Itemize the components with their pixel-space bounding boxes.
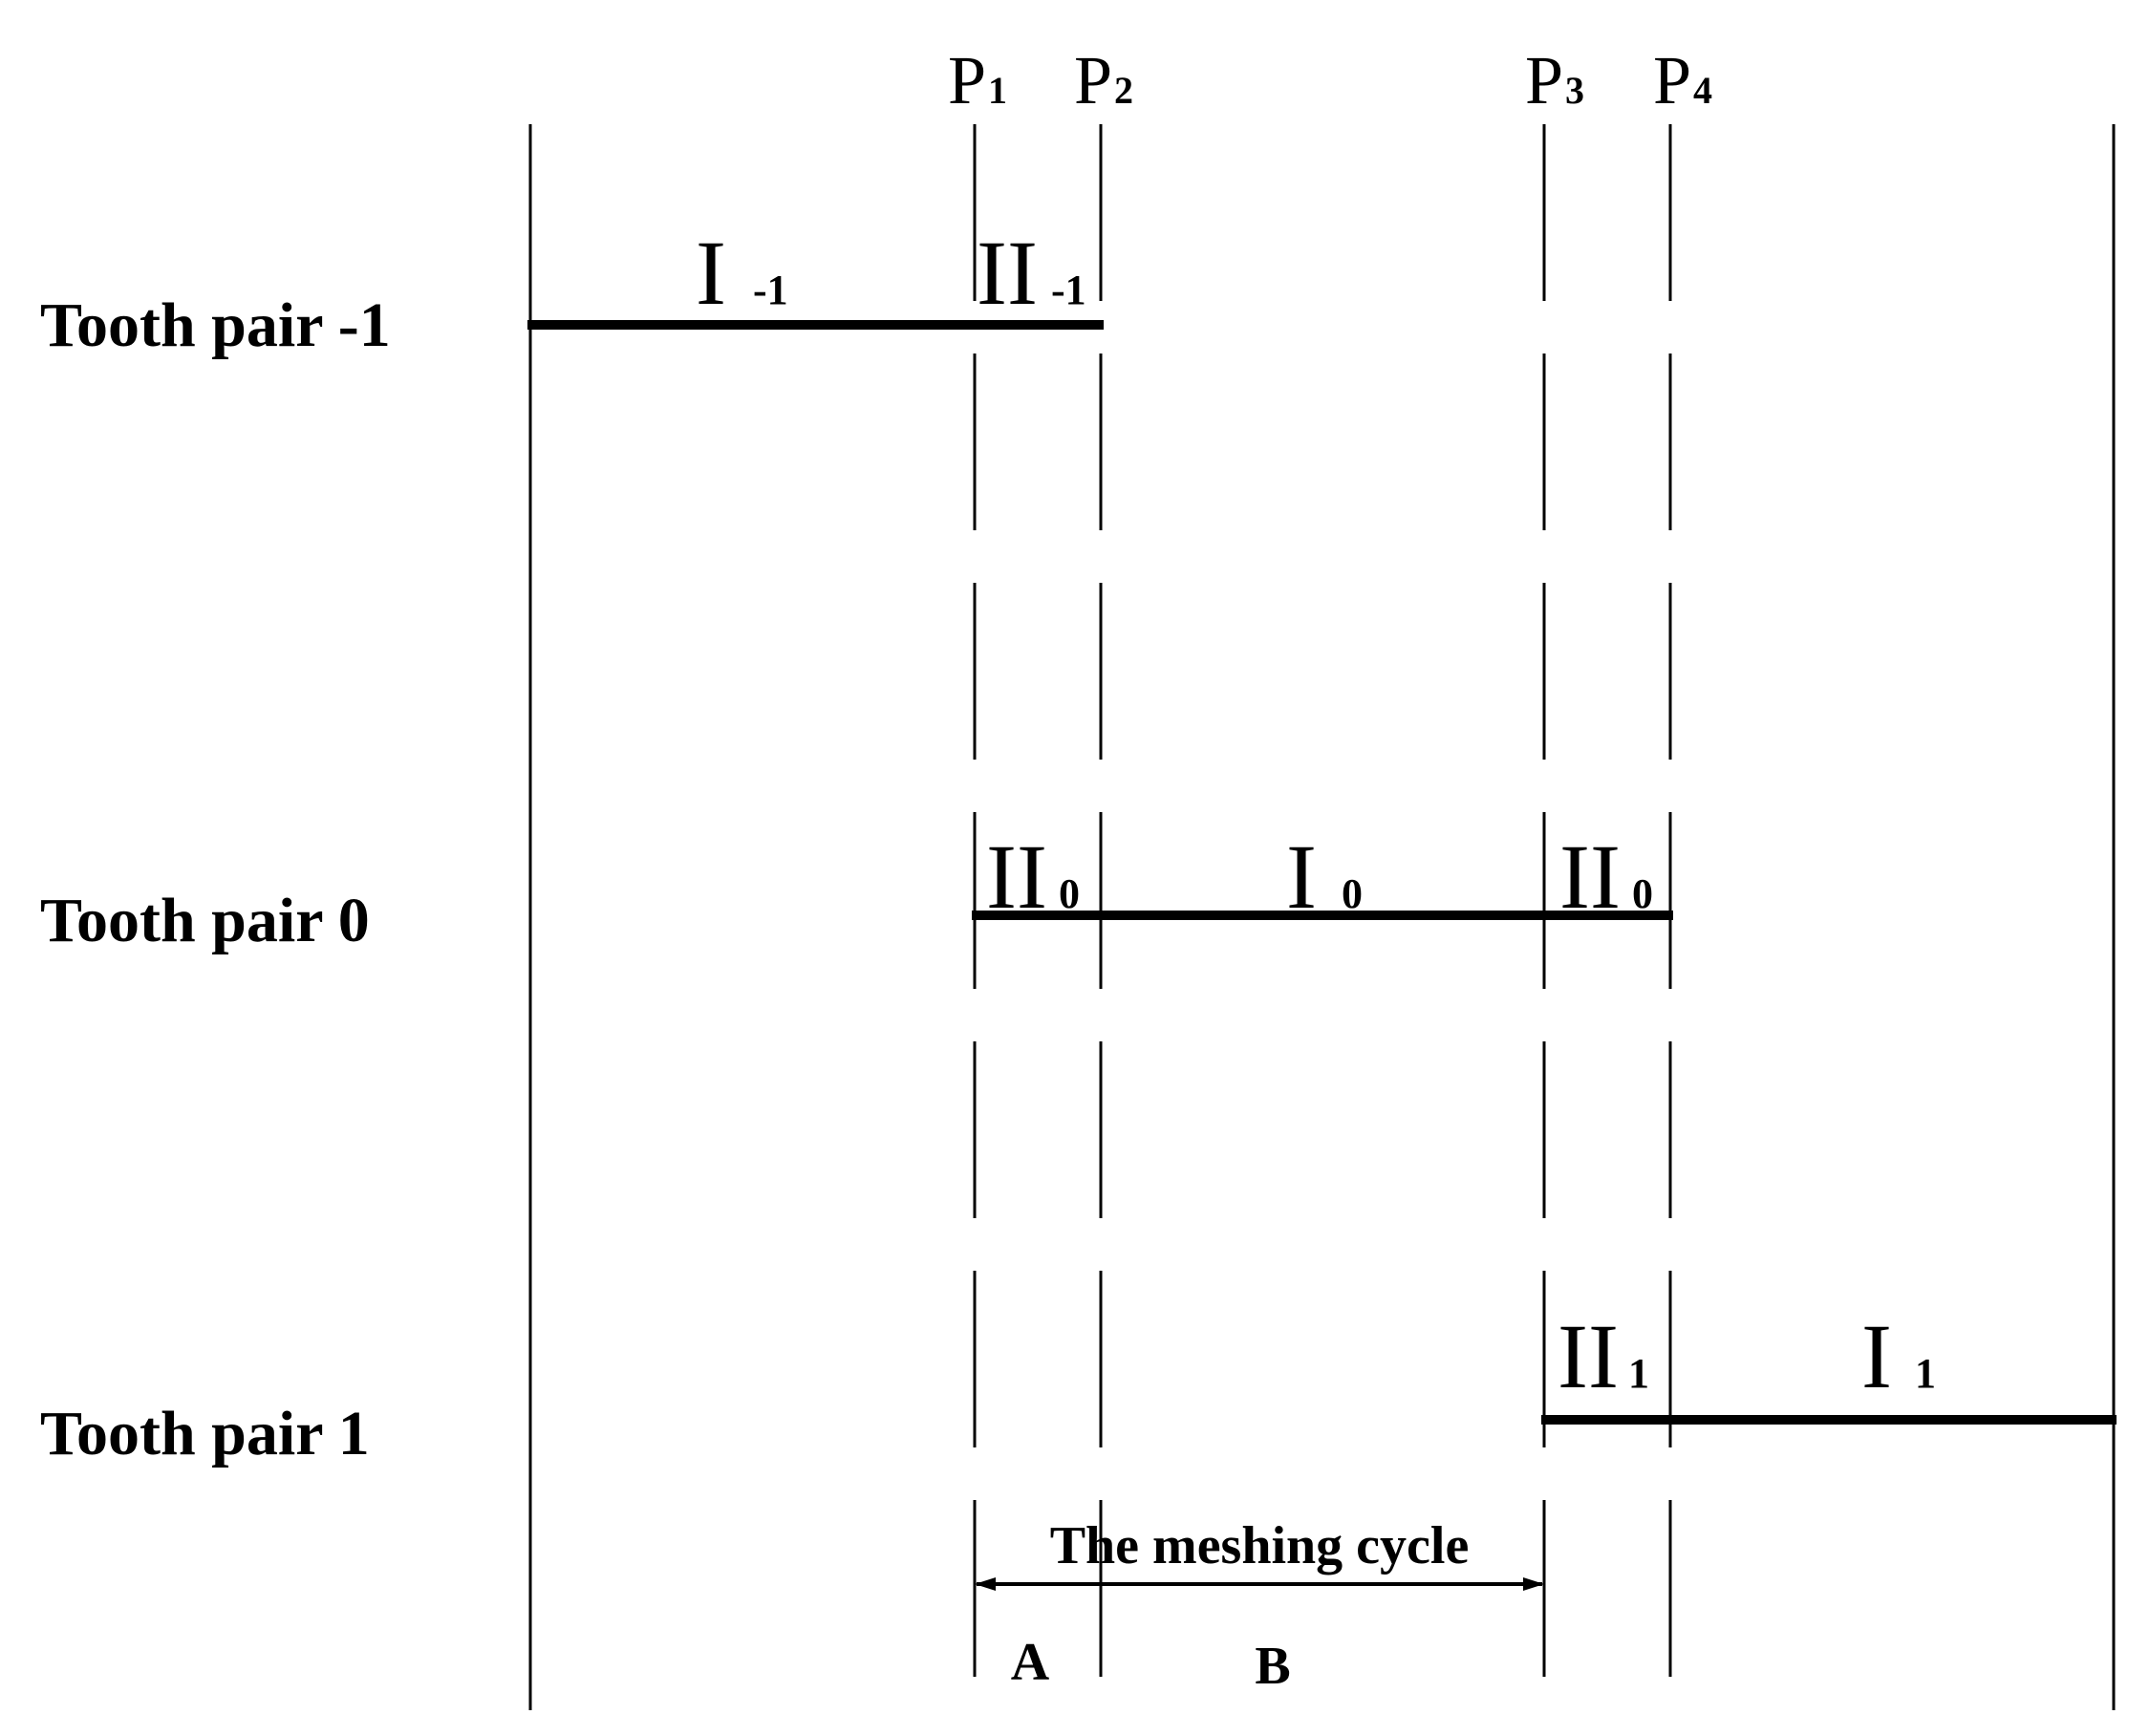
cycle-part-a-label: A [1011,1633,1050,1692]
segment-label-i-minus-1: I-1 [696,222,788,324]
cycle-part-b-label: B [1255,1637,1290,1696]
position-label-p3: P3 [1525,42,1584,118]
position-label-p1: P1 [948,42,1007,118]
row-label-tooth-pair-0: Tooth pair 0 [40,886,370,955]
row-label-tooth-pair-1: Tooth pair 1 [40,1399,370,1468]
position-label-p4: P4 [1653,42,1712,118]
meshing-cycle-label: The meshing cycle [1050,1516,1470,1575]
segment-label-ii-minus-1: II-1 [977,222,1086,324]
position-label-p2: P2 [1074,42,1133,118]
row-label-tooth-pair-minus-1: Tooth pair -1 [40,290,391,360]
